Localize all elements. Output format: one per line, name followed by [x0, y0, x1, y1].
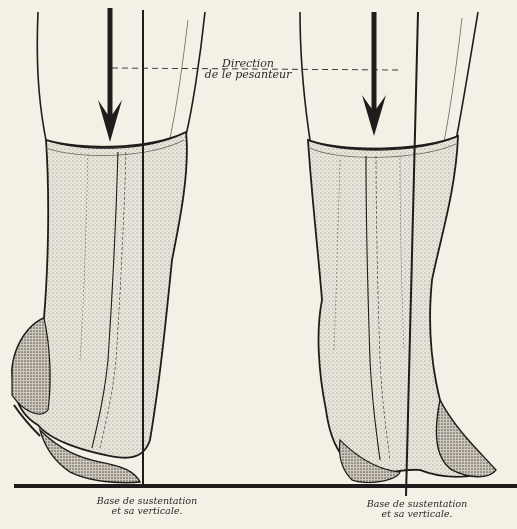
ground-line — [14, 484, 517, 488]
left-gravity-arrow — [98, 8, 122, 142]
base-caption-right: Base de sustentation et sa verticale. — [347, 500, 487, 519]
right-boot — [308, 136, 490, 477]
right-gravity-arrow — [362, 12, 386, 136]
base-caption-left: Base de sustentation et sa verticale. — [82, 497, 212, 516]
base-caption-left-line-2: et sa verticale. — [82, 507, 212, 517]
right-leg — [300, 12, 496, 482]
gravity-direction-label: Direction de le pesanteur — [198, 58, 298, 80]
gravity-direction-line-2: de le pesanteur — [198, 69, 298, 80]
base-caption-right-line-2: et sa verticale. — [347, 510, 487, 520]
